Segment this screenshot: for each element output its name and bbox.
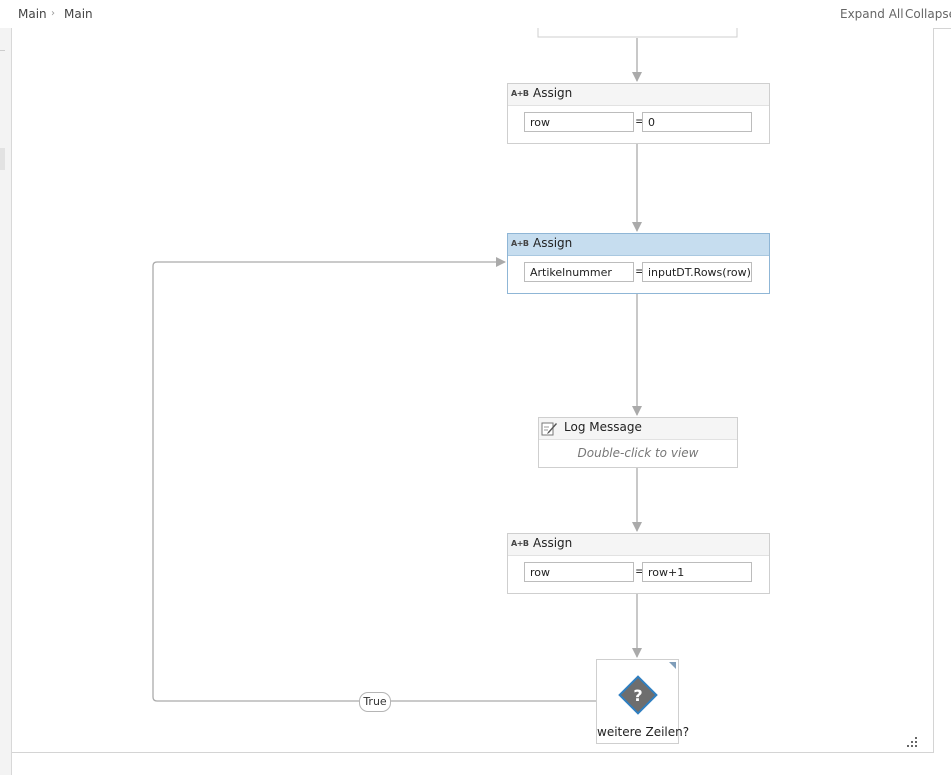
decision-label: weitere Zeilen?	[597, 725, 690, 739]
svg-text:?: ?	[633, 686, 642, 705]
equals-sign: =	[635, 564, 646, 578]
breadcrumb-item-main-root[interactable]: Main	[18, 7, 47, 21]
assign-to-field[interactable]: row	[524, 112, 634, 132]
left-panel-edge	[0, 28, 12, 775]
equals-sign: =	[635, 264, 646, 278]
assign-activity-artikelnummer[interactable]: A+B Assign Artikelnummer = inputDT.Rows(…	[507, 233, 770, 294]
assign-value-field[interactable]: inputDT.Rows(row)	[642, 262, 752, 282]
connector-true-loop	[152, 257, 596, 702]
panel-divider	[0, 50, 5, 51]
workflow-canvas[interactable]	[12, 28, 934, 753]
activity-title: Log Message	[564, 420, 642, 434]
activity-header[interactable]: Log Message	[539, 418, 737, 440]
assign-value-field[interactable]: 0	[642, 112, 752, 132]
previous-activity-stub	[537, 28, 738, 38]
resize-grip-icon[interactable]	[906, 736, 918, 748]
activity-header[interactable]: A+B Assign	[508, 234, 769, 256]
expand-all-button[interactable]: Expand All	[840, 7, 904, 21]
activity-header[interactable]: A+B Assign	[508, 534, 769, 556]
assign-icon: A+B	[511, 539, 529, 548]
breadcrumb-separator-icon: ›	[51, 8, 55, 19]
true-branch-label[interactable]: True	[359, 692, 391, 712]
assign-icon: A+B	[511, 239, 529, 248]
assign-to-field[interactable]: row	[524, 562, 634, 582]
assign-activity-row-increment[interactable]: A+B Assign row = row+1	[507, 533, 770, 594]
decision-corner-indicator	[669, 662, 676, 669]
designer-bottom-bar	[12, 753, 951, 775]
breadcrumb-item-main[interactable]: Main	[64, 7, 93, 21]
assign-to-field[interactable]: Artikelnummer	[524, 262, 634, 282]
activity-title: Assign	[533, 236, 573, 250]
flow-decision[interactable]: ? weitere Zeilen?	[596, 659, 690, 744]
assign-activity-row-init[interactable]: A+B Assign row = 0	[507, 83, 770, 144]
activity-title: Assign	[533, 86, 573, 100]
decision-question-icon: ?	[618, 675, 658, 715]
activity-header[interactable]: A+B Assign	[508, 84, 769, 106]
equals-sign: =	[635, 114, 646, 128]
assign-value-field[interactable]: row+1	[642, 562, 752, 582]
collapse-all-button[interactable]: Collapse	[905, 7, 951, 21]
log-message-activity[interactable]: Log Message Double-click to view	[538, 417, 738, 468]
double-click-hint: Double-click to view	[577, 446, 699, 460]
assign-icon: A+B	[511, 89, 529, 98]
panel-tab-marker[interactable]	[0, 148, 5, 170]
log-message-icon	[541, 422, 557, 436]
activity-title: Assign	[533, 536, 573, 550]
